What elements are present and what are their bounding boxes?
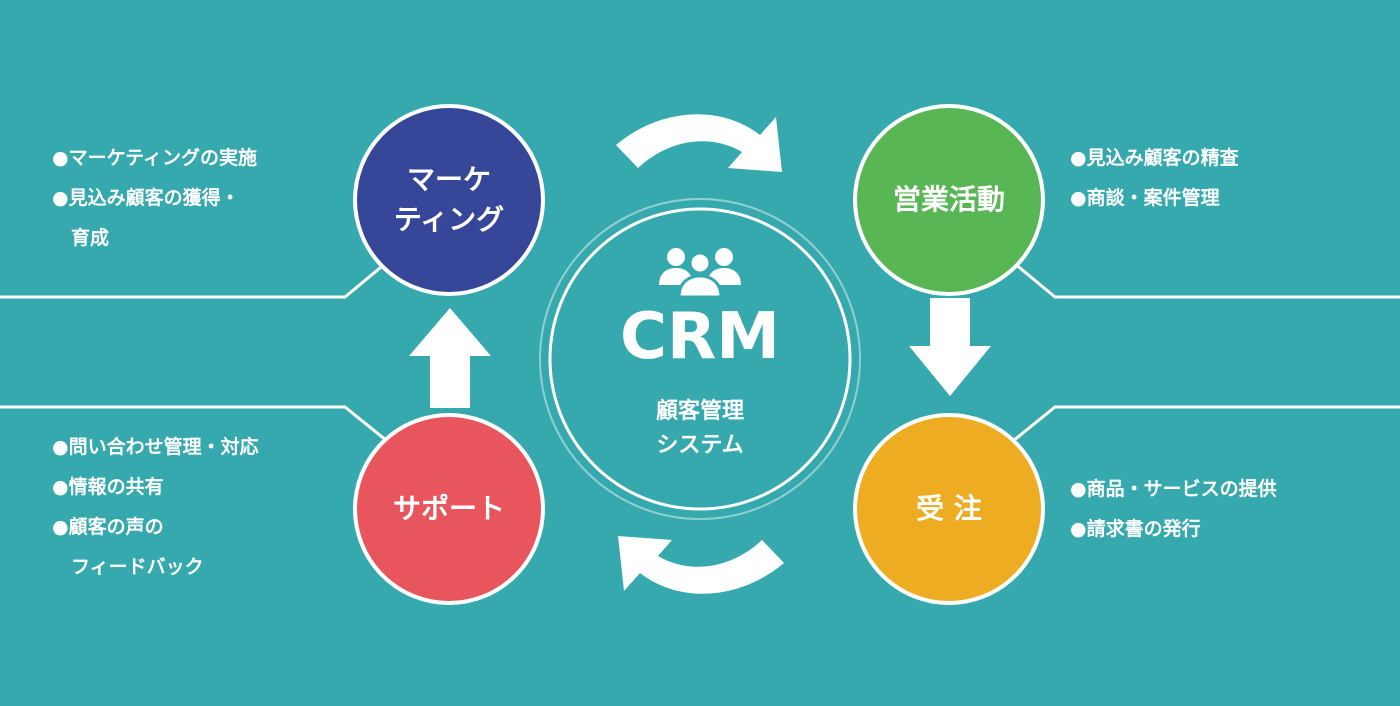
bullet-item: ●見込み顧客の獲得・ 育成 — [52, 187, 240, 249]
crm-hub: CRM 顧客管理 システム — [540, 223, 860, 495]
people-group-icon — [659, 248, 741, 297]
connector-line-sales — [1007, 256, 1400, 299]
marketing-circle: マーケ ティング — [353, 104, 545, 296]
order-label: 受 注 — [916, 492, 982, 525]
order-circle: 受 注 — [853, 413, 1045, 605]
sales-circle: 営業活動 — [853, 104, 1045, 296]
up-arrow — [409, 308, 491, 408]
bullet-item: ●請求書の発行 — [1070, 518, 1201, 540]
cycle-arrow-bottom — [618, 536, 784, 594]
sales-label: 営業活動 — [892, 183, 1005, 216]
bullet-item: ●マーケティングの実施 — [52, 147, 258, 169]
bullet-item: ●情報の共有 — [52, 476, 164, 498]
connector-line-order — [1007, 405, 1400, 447]
bullet-item: ●問い合わせ管理・対応 — [52, 436, 259, 458]
bullet-item: ●見込み顧客の精査 — [1070, 147, 1239, 169]
sales-bullet-list: ●見込み顧客の精査 ●商談・案件管理 — [1070, 138, 1239, 218]
support-bullet-list: ●問い合わせ管理・対応 ●情報の共有 ●顧客の声の フィードバック — [52, 427, 259, 587]
marketing-label: マーケ ティング — [393, 163, 505, 236]
hub-subtitle: 顧客管理 システム — [655, 399, 744, 458]
connector-line-support — [0, 405, 393, 447]
connector-line-marketing — [0, 256, 393, 299]
bullet-item: ●商品・サービスの提供 — [1070, 478, 1277, 500]
down-arrow — [909, 298, 991, 396]
hub-title: CRM — [620, 300, 780, 374]
cycle-arrow-top — [616, 114, 782, 172]
hub-outer-ring — [539, 198, 861, 520]
bullet-item: ●顧客の声の フィードバック — [52, 516, 204, 578]
support-circle: サポート — [353, 413, 545, 605]
hub-circle — [548, 207, 852, 511]
support-label: サポート — [392, 492, 505, 525]
bullet-item: ●商談・案件管理 — [1070, 187, 1220, 209]
marketing-bullet-list: ●マーケティングの実施 ●見込み顧客の獲得・ 育成 — [52, 138, 257, 258]
order-bullet-list: ●商品・サービスの提供 ●請求書の発行 — [1070, 469, 1277, 549]
